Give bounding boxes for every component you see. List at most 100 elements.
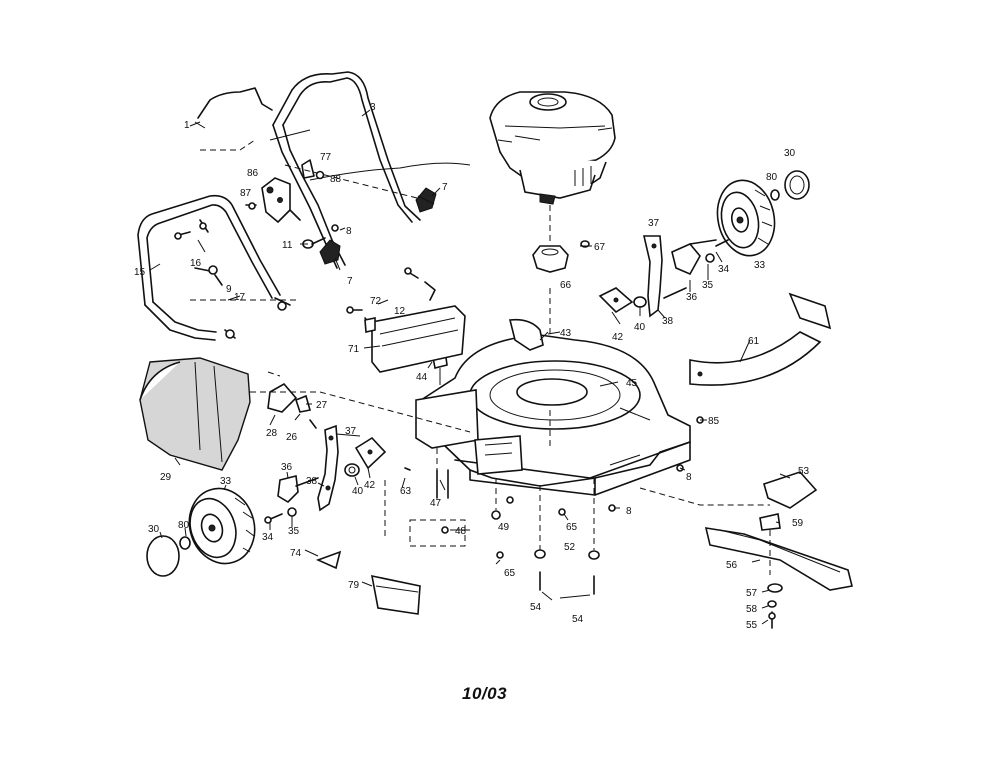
label-34-left: 34 xyxy=(262,532,274,543)
label-49: 49 xyxy=(498,522,510,533)
grass-catcher-bag xyxy=(139,357,251,471)
label-28: 28 xyxy=(266,428,278,439)
control-cable xyxy=(194,87,273,151)
part-labels: 1 3 7 7 8 9 11 12 15 16 17 26 27 28 29 3… xyxy=(134,102,810,631)
hubcap-30-left xyxy=(146,535,180,577)
label-26: 26 xyxy=(286,432,298,443)
rear-door-bracket-71 xyxy=(364,305,466,373)
wheel-washer-80-right xyxy=(770,189,780,201)
label-53: 53 xyxy=(798,466,810,477)
label-38-left: 38 xyxy=(306,476,318,487)
label-56: 56 xyxy=(726,560,738,571)
label-88: 88 xyxy=(330,174,342,185)
label-1: 1 xyxy=(184,120,190,131)
deck-mounting-bolts xyxy=(384,448,449,540)
handle-knob-lower xyxy=(319,239,341,265)
label-3: 3 xyxy=(370,102,376,113)
height-adjuster-right xyxy=(598,235,729,318)
label-9: 9 xyxy=(226,284,232,295)
upper-handle xyxy=(269,71,426,269)
label-30-left: 30 xyxy=(148,524,160,535)
mower-deck xyxy=(415,318,691,496)
part-88-nut xyxy=(315,170,325,180)
label-80-right: 80 xyxy=(766,172,778,183)
label-65-center: 65 xyxy=(504,568,516,579)
label-36-right: 36 xyxy=(686,292,698,303)
mulch-plug-79 xyxy=(370,574,421,615)
label-8-handle: 8 xyxy=(346,226,352,237)
label-87: 87 xyxy=(240,188,252,199)
label-37-right: 37 xyxy=(648,218,660,229)
label-71: 71 xyxy=(348,344,360,355)
label-42-left: 42 xyxy=(364,480,376,491)
label-40-left: 40 xyxy=(352,486,364,497)
label-33-left: 33 xyxy=(220,476,232,487)
label-86: 86 xyxy=(247,168,259,179)
throttle-cable-wire xyxy=(309,162,471,181)
hubcap-30-right xyxy=(784,170,810,200)
part-8-bolt-upper xyxy=(331,224,339,232)
label-48: 48 xyxy=(455,526,467,537)
wheel-front-left xyxy=(146,487,256,577)
blade-adapter-66 xyxy=(532,245,569,273)
handle-knob-upper xyxy=(415,187,437,213)
label-34-right: 34 xyxy=(718,264,730,275)
label-27: 27 xyxy=(316,400,328,411)
label-59: 59 xyxy=(792,518,804,529)
label-16: 16 xyxy=(190,258,202,269)
blade-shaft-line xyxy=(639,487,770,506)
control-bracket xyxy=(245,177,301,224)
label-57: 57 xyxy=(746,588,758,599)
label-63: 63 xyxy=(400,486,412,497)
label-44: 44 xyxy=(416,372,428,383)
height-adjuster-left xyxy=(264,424,387,524)
label-11: 11 xyxy=(282,240,293,251)
label-58: 58 xyxy=(746,604,758,615)
engine xyxy=(489,91,616,205)
label-8-deck-right: 8 xyxy=(686,472,692,483)
label-72: 72 xyxy=(370,296,382,307)
deck-hardware xyxy=(491,416,704,595)
label-52: 52 xyxy=(564,542,576,553)
wheel-washer-80-left xyxy=(179,536,191,550)
part-74 xyxy=(315,550,342,570)
label-65-right: 65 xyxy=(566,522,578,533)
label-7-upper: 7 xyxy=(442,182,448,193)
label-37-left: 37 xyxy=(345,426,357,437)
label-38-right: 38 xyxy=(662,316,674,327)
part-48-outline xyxy=(409,519,466,547)
part-77-bracket xyxy=(301,159,315,179)
label-33-right: 33 xyxy=(754,260,766,271)
label-36-left: 36 xyxy=(281,462,293,473)
label-45: 45 xyxy=(626,378,638,389)
label-7-lower: 7 xyxy=(347,276,353,287)
label-66: 66 xyxy=(560,280,572,291)
handle-hardware xyxy=(174,219,291,339)
label-42-right: 42 xyxy=(612,332,624,343)
leader-lines xyxy=(149,109,791,625)
rear-baffle-61 xyxy=(689,292,832,386)
label-29: 29 xyxy=(160,472,172,483)
label-12: 12 xyxy=(394,306,406,317)
label-30-right: 30 xyxy=(784,148,796,159)
label-55: 55 xyxy=(746,620,758,631)
date-code: 10/03 xyxy=(462,684,508,703)
label-67: 67 xyxy=(594,242,606,253)
label-35-left: 35 xyxy=(288,526,300,537)
label-15: 15 xyxy=(134,267,146,278)
label-77: 77 xyxy=(320,152,332,163)
label-80-left: 80 xyxy=(178,520,190,531)
label-17: 17 xyxy=(234,292,246,303)
wheel-rear-right xyxy=(716,170,810,257)
bag-hinge-parts xyxy=(250,371,471,433)
label-61: 61 xyxy=(748,336,760,347)
label-85: 85 xyxy=(708,416,720,427)
label-79: 79 xyxy=(348,580,360,591)
label-74: 74 xyxy=(290,548,302,559)
part-48-bolt xyxy=(441,526,449,534)
blade-assembly xyxy=(704,471,853,629)
label-54-left: 54 xyxy=(530,602,542,613)
label-35-right: 35 xyxy=(702,280,714,291)
lower-handle xyxy=(137,194,300,341)
